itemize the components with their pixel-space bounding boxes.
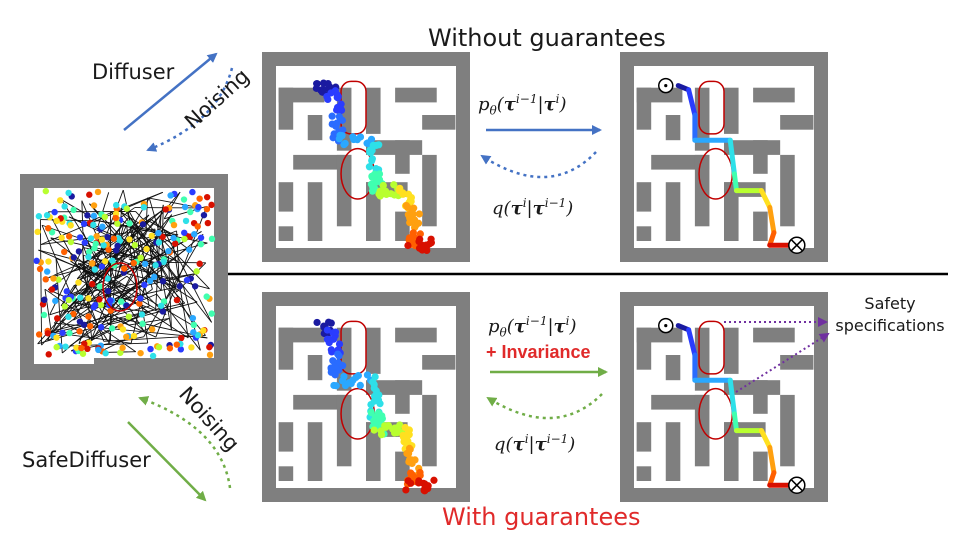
maze-panel-bottom-clean (620, 292, 828, 502)
goal-icon (789, 477, 805, 493)
start-icon (659, 79, 673, 93)
diffuser-label: Diffuser (92, 60, 174, 84)
start-icon (659, 319, 673, 333)
forward-arrow-bottom (488, 394, 602, 418)
top-title: Without guarantees (428, 24, 666, 52)
maze-panel-top-noisy (262, 52, 470, 262)
forward-formula-bottom: q(τi|τi−1) (494, 432, 575, 455)
safety-specifications-label: Safety specifications (826, 293, 954, 337)
maze-panel-bottom-noisy (262, 292, 470, 502)
maze-panel-top-clean (620, 52, 828, 262)
invariance-label: + Invariance (486, 342, 591, 363)
goal-icon (789, 237, 805, 253)
noisy-maze (20, 174, 228, 380)
reverse-formula-bottom: pθ(τi−1|τi) (488, 314, 577, 340)
forward-formula-top: q(τi|τi−1) (492, 196, 573, 219)
bottom-title: With guarantees (442, 503, 641, 531)
safediffuser-label: SafeDiffuser (22, 448, 151, 472)
forward-arrow-top (482, 152, 596, 177)
reverse-formula-top: pθ(τi−1|τi) (478, 92, 567, 118)
